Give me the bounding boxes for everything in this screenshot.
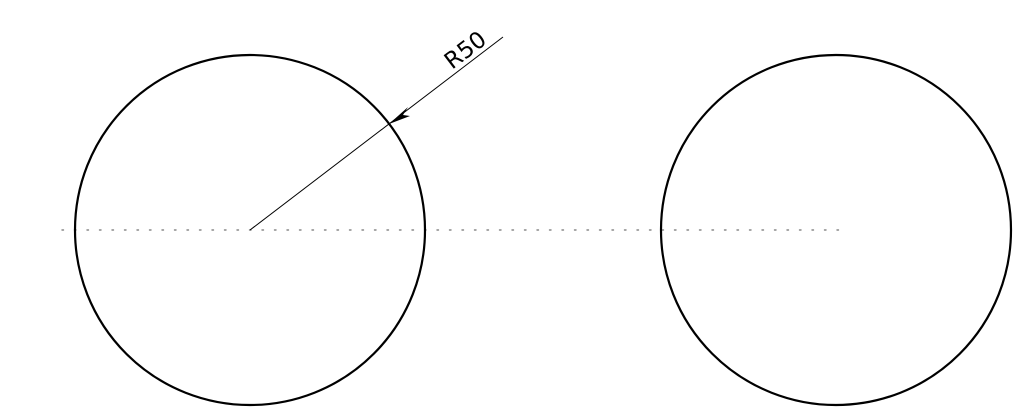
left-circle[interactable] [73, 53, 427, 407]
right-circle[interactable] [659, 53, 1013, 407]
radius-dimension-label: R50 [440, 27, 492, 75]
radius-dimension[interactable]: R50 [249, 27, 504, 231]
radius-leader-line [249, 36, 504, 231]
radius-arrowhead [389, 107, 410, 124]
